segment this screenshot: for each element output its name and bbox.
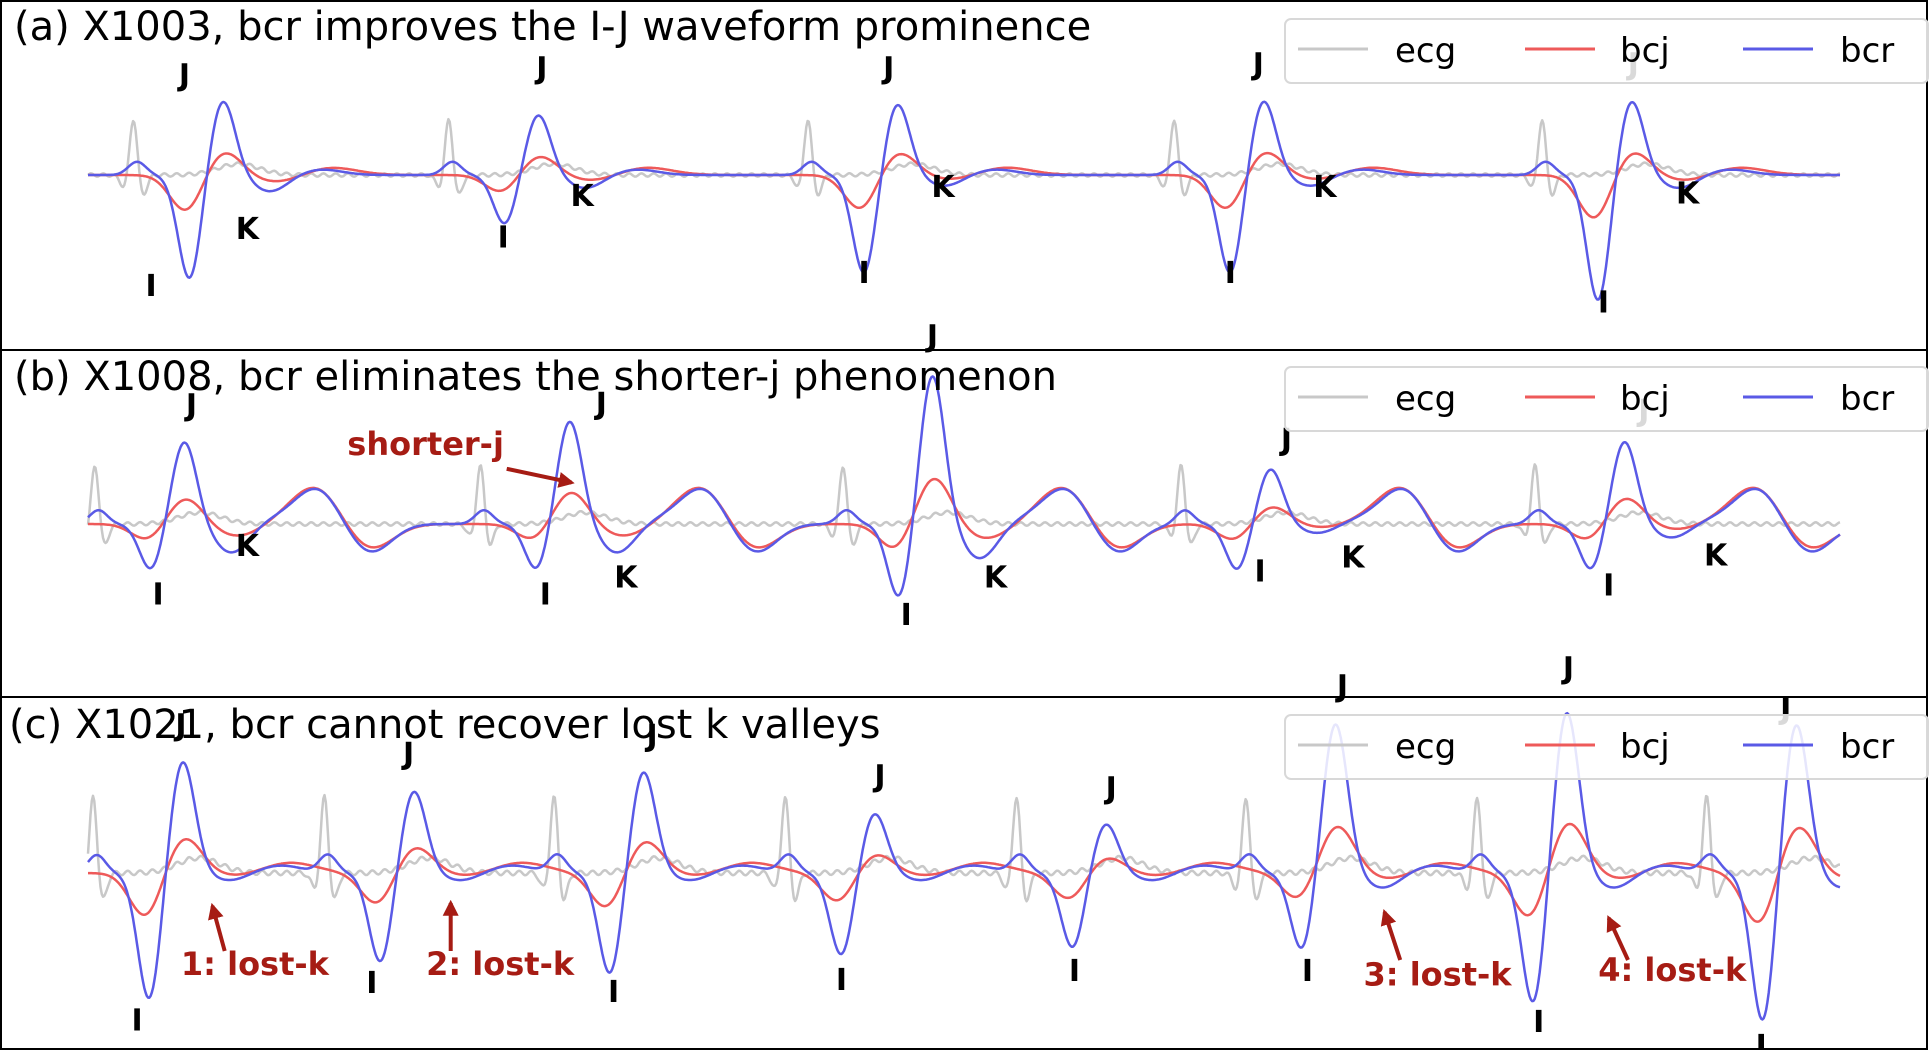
series-bcj-line [88, 477, 1841, 549]
waveform-label-i: I [901, 598, 912, 633]
waveform-label-k: K [931, 170, 956, 205]
legend-ecg-label: ecg [1395, 379, 1456, 419]
waveform-label-j: J [534, 51, 547, 86]
panel-b-legend-box [1284, 366, 1929, 432]
series-bcr-line [87, 711, 1841, 1021]
waveform-label-j: J [872, 759, 885, 794]
waveform-label-j: J [1561, 651, 1574, 686]
legend-bcj-label: bcj [1620, 31, 1670, 71]
waveform-label-i: I [1225, 256, 1236, 291]
waveform-label-i: I [366, 966, 377, 1001]
legend-bcr-label: bcr [1840, 727, 1894, 767]
waveform-label-j: J [177, 58, 190, 93]
series-bcr-line [88, 100, 1840, 301]
waveform-label-i: I [132, 1004, 143, 1039]
waveform-label-i: I [1533, 1005, 1544, 1040]
legend-ecg-label: ecg [1395, 727, 1456, 767]
panel-a-title: (a) X1003, bcr improves the I-J waveform… [14, 4, 1091, 50]
annotation-0: shorter-j [347, 425, 504, 463]
waveform-label-i: I [1598, 286, 1609, 321]
waveform-label-i: I [1756, 1029, 1767, 1050]
legend-bcr-label: bcr [1840, 379, 1894, 419]
annotation-arrow-2 [1380, 908, 1403, 961]
series-bcj-line [88, 151, 1840, 219]
annotation-2: 3: lost-k [1364, 956, 1513, 994]
waveform-label-i: I [1603, 568, 1614, 603]
legend-bcj-label: bcj [1620, 379, 1670, 419]
series-ecg-line [86, 793, 1840, 903]
waveform-label-j: J [594, 387, 607, 422]
waveform-label-j: J [645, 719, 658, 754]
panel-c-title: (c) X1021, bcr cannot recover lost k val… [9, 702, 880, 748]
panel-a-legend: ecg bcj bcr [1284, 18, 1929, 84]
annotation-0: 1: lost-k [181, 945, 330, 983]
legend-bcr-label: bcr [1840, 31, 1894, 71]
annotation-arrow-3 [1606, 915, 1630, 961]
waveform-label-k: K [1313, 170, 1338, 205]
panel-c-frame [0, 696, 1928, 1050]
waveform-label-j: J [173, 708, 186, 743]
panel-a: J K I J I K J K I J K I J K I (a) X1003, bcr improves … [0, 0, 1929, 351]
annotation-3: 4: lost-k [1598, 951, 1747, 989]
panel-b-plot: JKIJIKJKIJIKJIKshorter-j [86, 319, 1841, 633]
panel-a-legend-box [1284, 18, 1929, 84]
annotation-arrow-0 [506, 466, 575, 488]
annotation-1: 2: lost-k [426, 945, 575, 983]
waveform-label-j: J [401, 737, 414, 772]
waveform-label-k: K [614, 560, 639, 595]
waveform-label-i: I [836, 963, 847, 998]
waveform-label-i: I [859, 256, 870, 291]
series-bcr-line [87, 375, 1841, 597]
waveform-label-j: J [1251, 47, 1264, 82]
series-ecg-line [86, 463, 1841, 547]
annotation-arrow-0 [208, 902, 227, 952]
waveform-label-k: K [1676, 177, 1701, 212]
waveform-label-k: K [1341, 541, 1366, 576]
panel-c-legend: ecg bcj bcr [1284, 714, 1929, 780]
panel-a-plot: JKIJIKJKIJKIJKI [87, 47, 1841, 321]
legend-ecg-label: ecg [1395, 31, 1456, 71]
waveform-label-j: J [925, 319, 938, 354]
waveform-label-k: K [570, 179, 595, 214]
waveform-label-i: I [1302, 954, 1313, 989]
waveform-label-i: I [540, 578, 551, 613]
waveform-label-i: I [146, 269, 157, 304]
waveform-label-j: J [881, 51, 894, 86]
waveform-label-j: J [1335, 669, 1348, 704]
waveform-label-j: J [1104, 771, 1117, 806]
waveform-label-k: K [236, 212, 261, 247]
waveform-label-i: I [1069, 954, 1080, 989]
panel-b-legend: ecg bcj bcr [1284, 366, 1929, 432]
waveform-label-i: I [1255, 555, 1266, 590]
panel-b-title: (b) X1008, bcr eliminates the shorter-j … [14, 354, 1057, 400]
waveform-label-k: K [236, 529, 261, 564]
waveform-label-k: K [984, 560, 1009, 595]
waveform-label-j: J [184, 388, 197, 423]
waveform-label-i: I [153, 578, 164, 613]
waveform-label-i: I [608, 975, 619, 1010]
waveform-label-i: I [498, 221, 509, 256]
legend-bcj-label: bcj [1620, 727, 1670, 767]
panel-c-legend-box [1284, 714, 1929, 780]
series-ecg-line [87, 117, 1841, 197]
panel-b: JKIJIKJKIJIKJIKshorter-j (b) X1008, bcr … [0, 319, 1929, 698]
waveform-label-k: K [1704, 538, 1729, 573]
